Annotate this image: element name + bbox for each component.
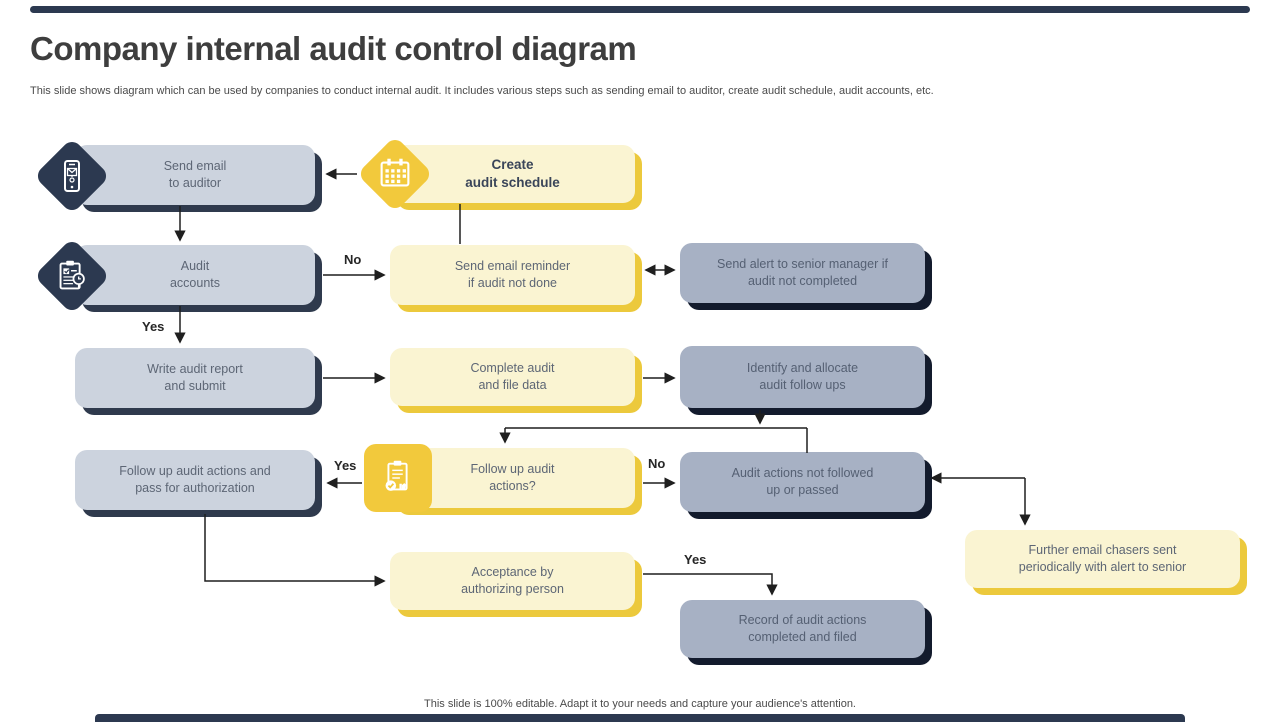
node-label: Write audit report and submit — [147, 362, 243, 393]
node-label: Create audit schedule — [465, 157, 560, 190]
flow-node-send-alert[interactable]: Send alert to senior manager if audit no… — [680, 243, 925, 303]
page-footer: This slide is 100% editable. Adapt it to… — [424, 698, 856, 710]
node-label: Audit accounts — [169, 259, 221, 290]
edge-label-yes-follow-up: Yes — [334, 458, 357, 473]
node-label: Follow up audit actions? — [470, 462, 555, 493]
node-label: Send email reminder if audit not done — [454, 259, 571, 290]
clipboard-clock-icon-badge — [33, 237, 111, 315]
node-label: Audit actions not followed up or passed — [731, 466, 874, 497]
flow-node-send-email[interactable]: Send email to auditor — [75, 145, 315, 205]
flow-node-write-report[interactable]: Write audit report and submit — [75, 348, 315, 408]
flow-node-further-chasers[interactable]: Further email chasers sent periodically … — [965, 530, 1240, 588]
flow-node-complete-audit[interactable]: Complete audit and file data — [390, 348, 635, 406]
calendar-icon-badge — [356, 135, 434, 213]
top-accent-bar — [30, 6, 1250, 13]
calendar-icon — [380, 158, 410, 187]
phone-email-icon-badge — [33, 137, 111, 215]
node-label: Follow up audit actions and pass for aut… — [119, 464, 271, 495]
bottom-accent-bar — [95, 714, 1185, 722]
flow-node-record-filed[interactable]: Record of audit actions completed and fi… — [680, 600, 925, 658]
flow-node-follow-up-pass[interactable]: Follow up audit actions and pass for aut… — [75, 450, 315, 510]
page-subtitle: This slide shows diagram which can be us… — [30, 85, 934, 97]
edge-label-yes-acceptance: Yes — [684, 552, 707, 567]
node-label: Complete audit and file data — [470, 361, 555, 392]
node-label: Send email to auditor — [163, 159, 227, 190]
flow-node-audit-accounts[interactable]: Audit accounts — [75, 245, 315, 305]
phone-email-icon — [64, 160, 80, 192]
flow-node-email-reminder[interactable]: Send email reminder if audit not done — [390, 245, 635, 305]
node-label: Identify and allocate audit follow ups — [746, 361, 859, 392]
edge-label-no-follow-up: No — [648, 456, 666, 471]
edge-label-no-audit: No — [344, 252, 362, 267]
flow-node-audit-actions-not-followed[interactable]: Audit actions not followed up or passed — [680, 452, 925, 512]
edge-label-yes-audit: Yes — [142, 319, 165, 334]
flow-node-identify-allocate[interactable]: Identify and allocate audit follow ups — [680, 346, 925, 408]
page-title: Company internal audit control diagram — [30, 30, 637, 67]
flow-node-acceptance[interactable]: Acceptance by authorizing person — [390, 552, 635, 610]
clipboard-check-icon-badge — [364, 444, 432, 512]
node-label: Record of audit actions completed and fi… — [738, 613, 867, 644]
node-label: Further email chasers sent periodically … — [1018, 543, 1187, 574]
node-label: Send alert to senior manager if audit no… — [717, 257, 888, 288]
node-label: Acceptance by authorizing person — [461, 565, 564, 596]
clipboard-clock-icon — [59, 260, 85, 290]
clipboard-check-icon — [385, 460, 408, 491]
flow-node-create-schedule[interactable]: Create audit schedule — [390, 145, 635, 203]
